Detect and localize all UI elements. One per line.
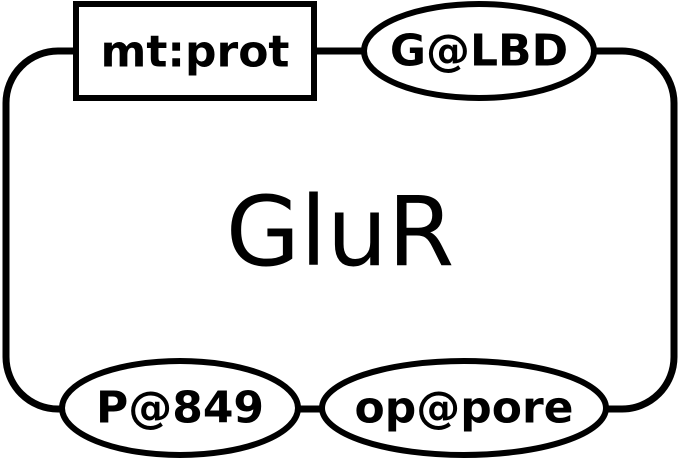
node-mt-prot-label: mt:prot (101, 27, 290, 78)
node-g-lbd-ellipse (361, 1, 597, 101)
node-p-849-label: P@849 (96, 383, 264, 434)
node-g-lbd-label: G@LBD (390, 26, 568, 77)
node-g-lbd: G@LBD (361, 1, 597, 101)
node-op-pore-label: op@pore (355, 383, 574, 434)
node-mt-prot: mt:prot (73, 1, 317, 101)
node-mt-prot-box (73, 1, 317, 101)
center-label: GluR (226, 176, 455, 288)
node-p-849: P@849 (59, 358, 301, 458)
node-op-pore: op@pore (319, 358, 609, 458)
node-p-849-ellipse (59, 358, 301, 458)
node-op-pore-ellipse (319, 358, 609, 458)
